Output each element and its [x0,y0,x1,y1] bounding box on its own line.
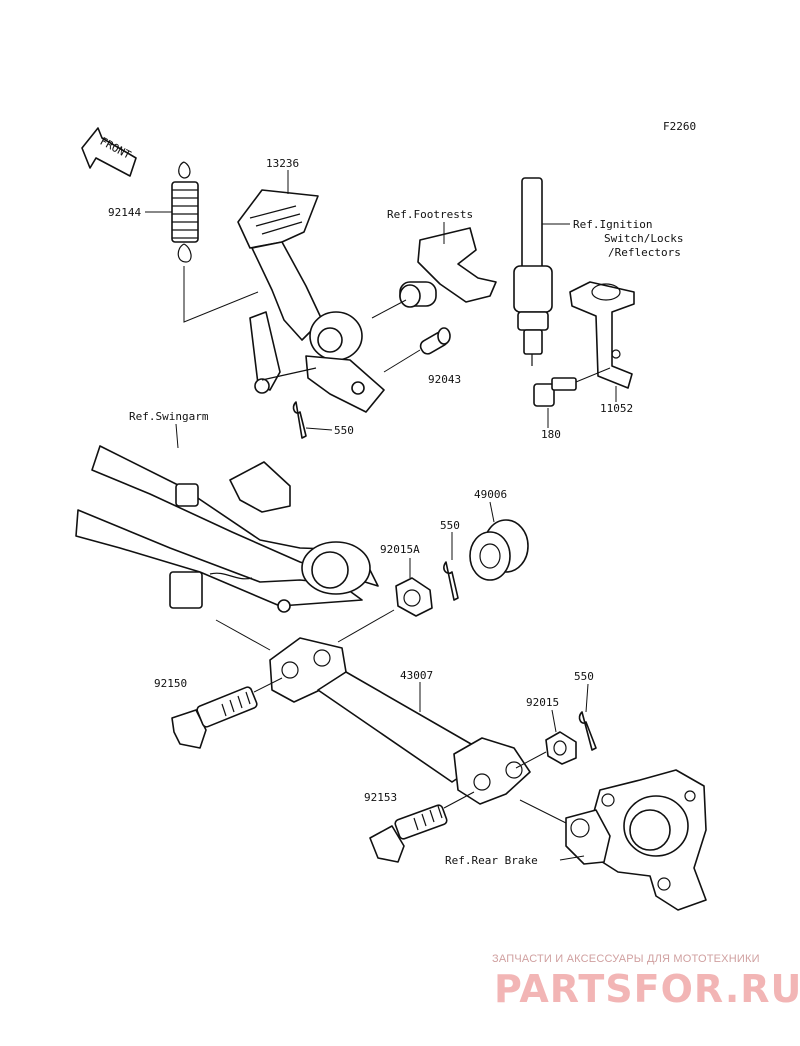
bolt-92150 [171,677,283,749]
spring-92144 [171,161,199,263]
label-ref-swingarm: Ref.Swingarm [129,410,209,423]
clevis-pin-92043 [383,327,451,373]
front-arrow-icon: FRONT [81,127,137,177]
swingarm [75,445,379,613]
cotter-pin-550-lower [578,711,597,751]
nut-92015 [515,731,577,769]
label-180: 180 [541,428,561,441]
label-ref-footrests: Ref.Footrests [387,208,473,221]
figure-code: F2260 [663,120,696,133]
label-92153: 92153 [364,791,397,804]
label-550-middle: 550 [440,519,460,532]
label-ref-ignition-1: Ref.Ignition [573,218,652,231]
footrest-bracket [371,227,497,319]
label-92015A: 92015A [380,543,420,556]
bushing-49006 [469,519,529,581]
bolt-180 [533,367,611,407]
bolt-92153 [369,791,475,863]
label-49006: 49006 [474,488,507,501]
label-92015: 92015 [526,696,559,709]
label-92144: 92144 [108,206,141,219]
nut-92015A [337,577,433,643]
label-ref-ignition-2: Switch/Locks [604,232,683,245]
torque-link-43007 [215,619,581,831]
watermark-logo: PARTSFOR.RU [494,967,800,1011]
rear-brake-bracket [565,769,707,911]
cotter-pin-550-middle [443,561,459,601]
label-43007: 43007 [400,669,433,682]
switch-bracket-11052 [569,281,635,389]
brake-light-switch [513,177,553,366]
watermark-caption: ЗАПЧАСТИ И АКСЕССУАРЫ ДЛЯ МОТОТЕХНИКИ [492,953,760,965]
label-13236: 13236 [266,157,299,170]
label-92150: 92150 [154,677,187,690]
label-ref-rear-brake: Ref.Rear Brake [445,854,538,867]
label-550-lower: 550 [574,670,594,683]
label-11052: 11052 [600,402,633,415]
label-ref-ignition-3: /Reflectors [608,246,681,259]
label-550-upper: 550 [334,424,354,437]
label-92043: 92043 [428,373,461,386]
brake-pedal-13236 [237,189,385,413]
cotter-pin-550-upper [292,401,307,439]
